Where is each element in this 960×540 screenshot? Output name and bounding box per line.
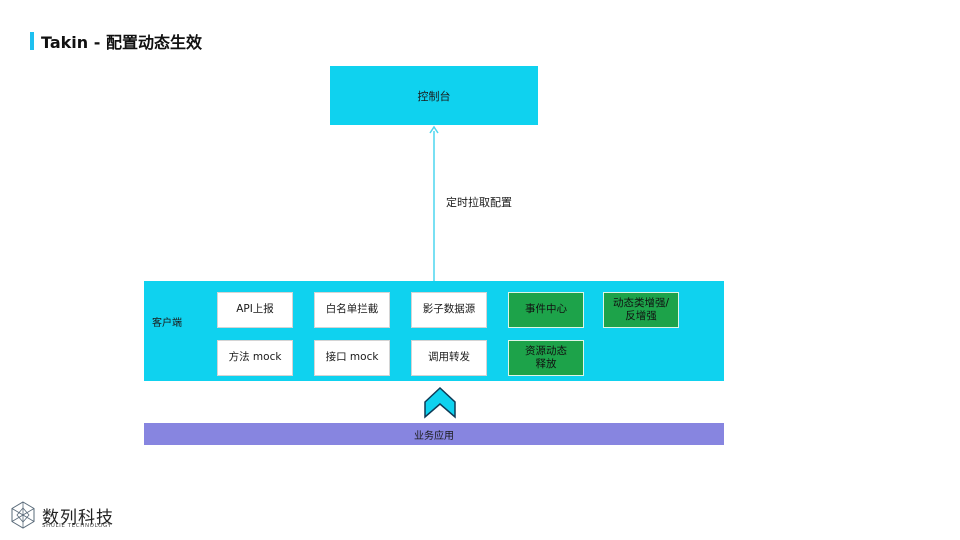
- business-layer: 业务应用: [144, 423, 724, 445]
- console-box: 控制台: [330, 66, 538, 125]
- pull-config-label: 定时拉取配置: [446, 196, 512, 209]
- logo-text-cn: 数列科技: [42, 508, 114, 528]
- pull-config-arrow-head: [429, 125, 439, 134]
- business-up-chevron-icon: [424, 386, 456, 419]
- module-api-report: API上报: [217, 292, 293, 328]
- hex-network-icon: [11, 501, 35, 529]
- page-title: Takin - 配置动态生效: [41, 33, 202, 52]
- logo-text-en: SHULIE TECHNOLOGY: [42, 523, 112, 529]
- module-shadow-datasource: 影子数据源: [411, 292, 487, 328]
- module-whitelist-intercept: 白名单拦截: [314, 292, 390, 328]
- client-label: 客户端: [152, 318, 182, 329]
- module-call-forward: 调用转发: [411, 340, 487, 376]
- title-accent-bar: [30, 32, 34, 50]
- module-resource-release: 资源动态释放: [508, 340, 584, 376]
- module-dynamic-enhance: 动态类增强/反增强: [603, 292, 679, 328]
- module-event-center: 事件中心: [508, 292, 584, 328]
- module-interface-mock: 接口 mock: [314, 340, 390, 376]
- module-method-mock: 方法 mock: [217, 340, 293, 376]
